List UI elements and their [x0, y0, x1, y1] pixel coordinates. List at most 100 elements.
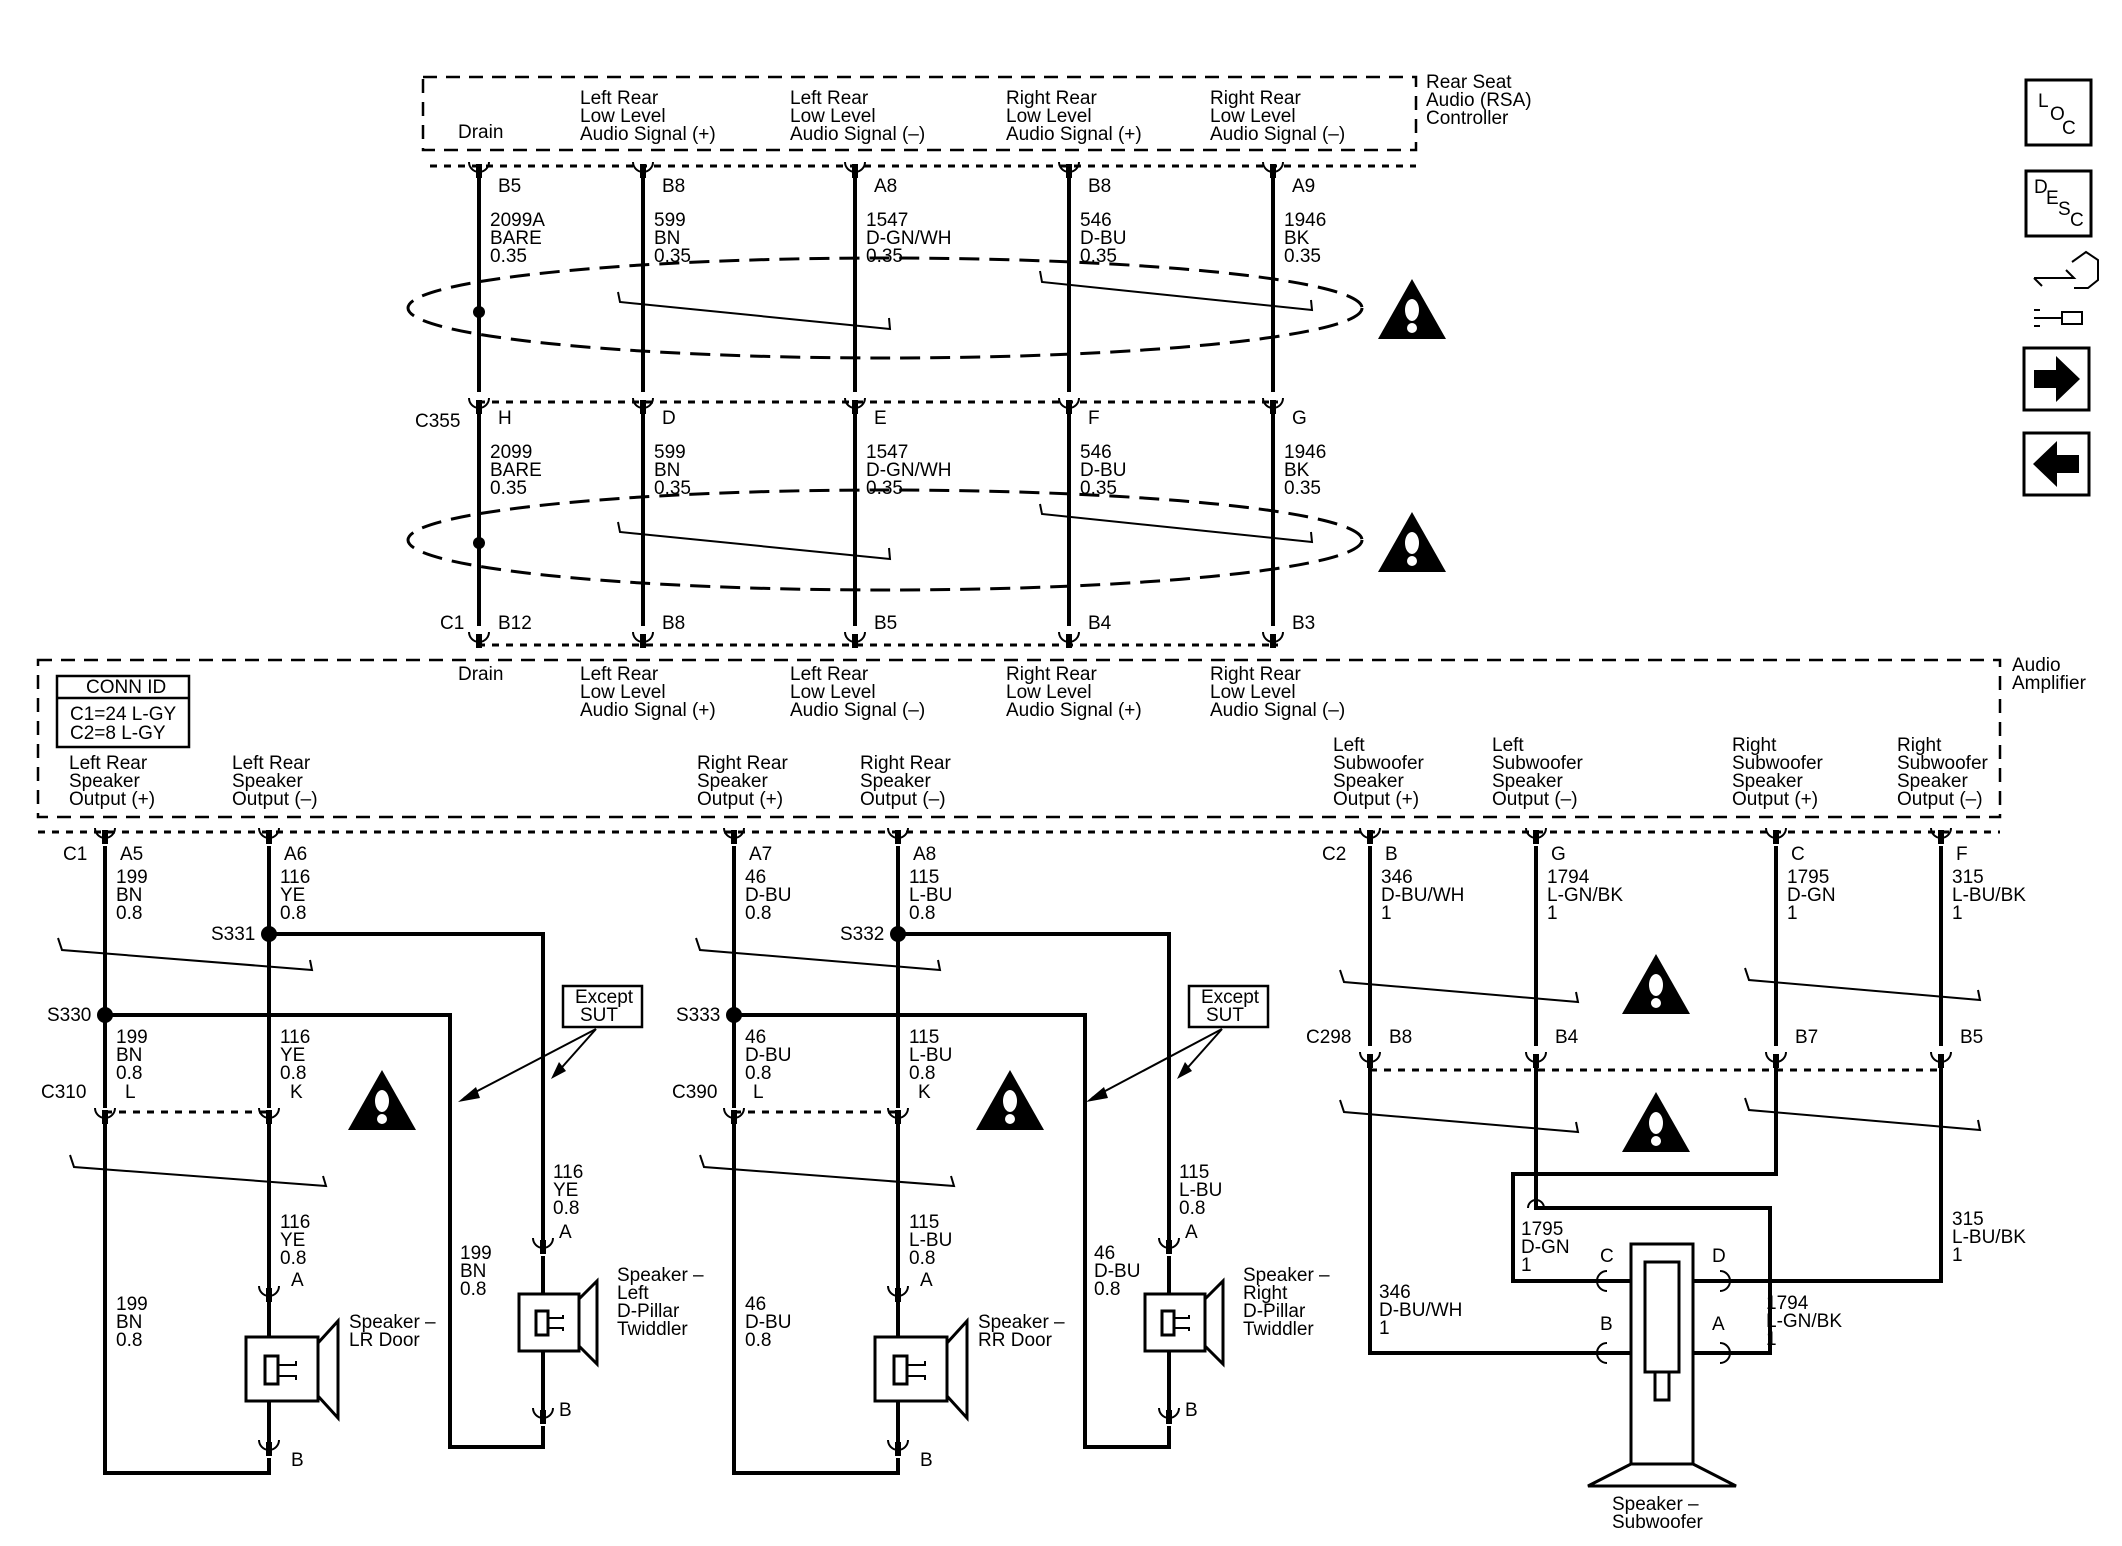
connector-name: C390 — [672, 1082, 717, 1103]
splice-label: S333 — [676, 1005, 720, 1026]
pin-label: G — [1551, 844, 1566, 865]
rsa-controller: Rear Seat Audio (RSA) Controller DrainLe… — [421, 72, 1532, 197]
pin-label: B5 — [1960, 1027, 1983, 1048]
pin-label: B5 — [498, 176, 521, 197]
twist-marks-lower — [473, 503, 1314, 561]
amp-input-label: Drain — [458, 664, 503, 685]
desc-button[interactable]: D E S C — [2024, 169, 2093, 238]
twist-mark — [69, 1154, 328, 1188]
twisted-shield-upper — [406, 256, 1364, 360]
arrowhead — [1086, 1087, 1108, 1102]
warning-icon — [976, 1070, 1044, 1130]
pin-label: A8 — [913, 844, 936, 865]
wire-1795-d-gn — [1511, 846, 1778, 1283]
rsa-terminal-pin — [1270, 164, 1276, 178]
wire-46-d-bu — [732, 846, 900, 1475]
amp-c1-terminal-pin — [476, 634, 482, 648]
arrowhead — [551, 1062, 566, 1079]
wire-315-l-bu-bk — [1722, 846, 1943, 1283]
amp-output-terminal-pin — [731, 830, 737, 844]
nav-toolbar: L O C D E S C — [2022, 78, 2099, 497]
pin-label: C — [1791, 844, 1805, 865]
svg-text:D: D — [2034, 177, 2048, 198]
speaker-rr-door — [873, 1288, 969, 1442]
pin-label: A5 — [120, 844, 143, 865]
pin-label: A — [1712, 1314, 1725, 1335]
pin-label: B — [1600, 1314, 1613, 1335]
loc-button[interactable]: L O C — [2024, 78, 2093, 147]
svg-text:C: C — [2070, 210, 2084, 231]
warning-icon — [1622, 954, 1690, 1014]
splice-label: S332 — [840, 924, 884, 945]
except-arrow — [1091, 1028, 1223, 1099]
wire-346-d-bu-wh — [1368, 846, 1605, 1355]
pin-label: D — [662, 408, 676, 429]
twist-mark — [699, 1154, 956, 1188]
connector-name: C298 — [1306, 1027, 1351, 1048]
connector-terminal-pin — [895, 1110, 901, 1124]
pin-label: B3 — [1292, 613, 1315, 634]
amp-c1-name: C1 — [440, 613, 464, 634]
pin-label: B — [291, 1450, 304, 1471]
connector-wrench-icon[interactable] — [2033, 250, 2099, 327]
pin-label: B7 — [1795, 1027, 1818, 1048]
twist-mark — [695, 937, 942, 972]
connector-name: C310 — [41, 1082, 86, 1103]
twist-mark — [57, 937, 314, 972]
pin-label: B — [1385, 844, 1398, 865]
speaker-terminal-pin — [540, 1410, 546, 1424]
svg-text:E: E — [2046, 188, 2059, 209]
next-page-arrow-icon[interactable] — [2022, 346, 2091, 412]
svg-text:O: O — [2050, 104, 2065, 125]
pin-label: D — [1712, 1246, 1726, 1267]
except-sut-label: Except SUT — [575, 987, 638, 1026]
arrowhead — [1177, 1062, 1192, 1079]
amp-c2-output-name: C2 — [1322, 844, 1346, 865]
except-sut-box — [1187, 984, 1270, 1029]
pin-label: A — [1185, 1222, 1198, 1243]
previous-page-arrow-icon[interactable] — [2022, 431, 2091, 497]
connector-pin: L — [125, 1082, 136, 1103]
c298-terminal-pin — [1533, 1054, 1539, 1068]
except-arrow — [1181, 1028, 1223, 1075]
pin-label: C — [1600, 1246, 1614, 1267]
amp-output-terminal-pin — [895, 830, 901, 844]
pin-label: B — [559, 1400, 572, 1421]
pin-label: B8 — [1088, 176, 1111, 197]
pin-label: H — [498, 408, 512, 429]
drain-splice-lower — [473, 537, 485, 549]
splice-label: S331 — [211, 924, 255, 945]
pin-label: B4 — [1088, 613, 1112, 634]
except-arrow — [555, 1028, 597, 1075]
c355-terminal-pin — [476, 400, 482, 414]
wire-1794-l-gn-bk — [1534, 846, 1772, 1355]
rsa-terminal-pin — [640, 164, 646, 178]
warning-icon — [1378, 279, 1446, 339]
rsa-terminal-pin — [1066, 164, 1072, 178]
